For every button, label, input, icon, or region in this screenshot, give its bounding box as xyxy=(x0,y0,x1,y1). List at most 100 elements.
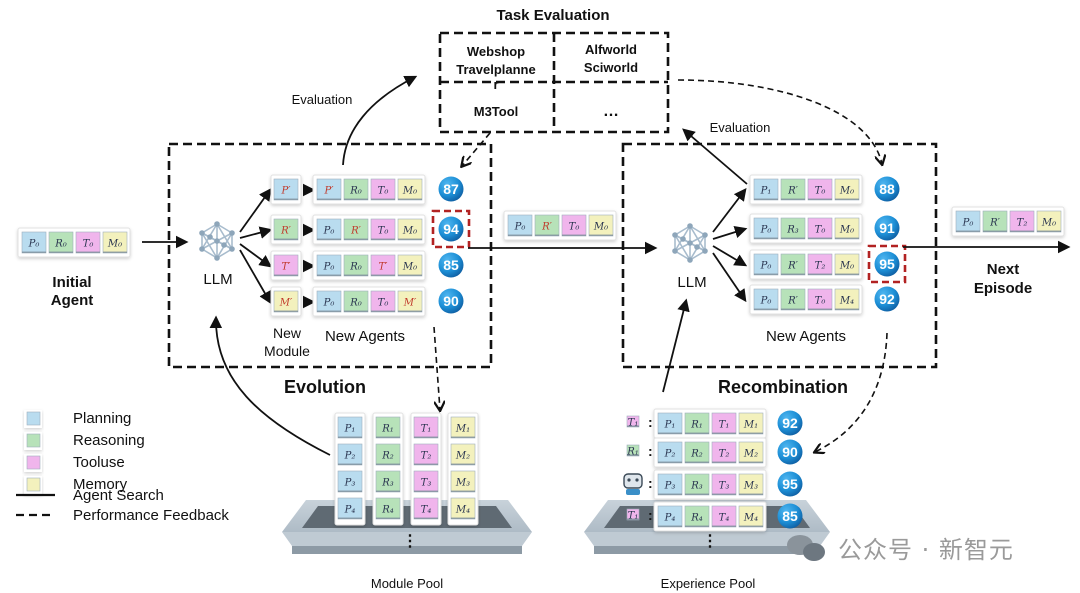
network-edge xyxy=(216,223,233,234)
module-tile-planning: P₂ xyxy=(657,441,683,464)
module-label: P₂ xyxy=(664,449,676,460)
score-value: 85 xyxy=(443,257,459,273)
memory-tile-bg xyxy=(738,505,764,528)
module-tile-planning: P₀ xyxy=(753,253,779,276)
module-column-card xyxy=(334,412,366,526)
module-column-card xyxy=(410,412,442,526)
network-edge xyxy=(674,225,691,236)
tooluse-tile-bg xyxy=(711,412,737,435)
network-edge xyxy=(689,250,706,261)
module-tile-reasoning: R₁ xyxy=(684,412,710,435)
memory-tile-bg xyxy=(450,443,476,466)
module-tile-memory: M₀ xyxy=(588,214,614,237)
benchmark-travelplanner-wrap: r xyxy=(493,77,498,92)
score-badge-circle xyxy=(777,503,803,529)
module-label: M′ xyxy=(403,298,417,309)
module-column-card xyxy=(447,412,479,526)
tooluse-tile-bg xyxy=(370,254,396,277)
planning-tile-bg xyxy=(753,217,779,240)
module-column-card xyxy=(372,412,404,526)
tray-base xyxy=(594,546,820,554)
module-label: P₁ xyxy=(344,424,356,435)
module-tile-reasoning: R₃ xyxy=(780,217,806,240)
score-value: 95 xyxy=(879,256,895,272)
llm-to-new-module-arrow xyxy=(239,187,272,233)
planning-tile-bg xyxy=(657,412,683,435)
reasoning-tile-bg xyxy=(780,288,806,311)
network-node xyxy=(207,234,213,240)
module-pool-tile-memory: M₄ xyxy=(450,497,476,520)
new-module-tile-memory: M′ xyxy=(273,290,299,313)
reasoning-tile-bg xyxy=(343,218,369,241)
module-tile-tooluse: T₀ xyxy=(370,178,396,201)
module-tile-planning: P₀ xyxy=(316,290,342,313)
module-tile-tooluse: T₀ xyxy=(807,178,833,201)
module-label: T₁ xyxy=(628,511,639,522)
score-badge: 92 xyxy=(874,286,900,312)
score-badge-circle xyxy=(874,251,900,277)
new-agents-label-right: New Agents xyxy=(766,328,846,345)
benchmark-travelplanner: Travelplanne xyxy=(456,62,535,77)
feedback-arrow-to-module-pool xyxy=(433,326,440,410)
evaluation-label-left: Evaluation xyxy=(292,92,353,107)
reasoning-tile-bg xyxy=(343,254,369,277)
score-badge-circle xyxy=(438,176,464,202)
module-label: T₂ xyxy=(1017,218,1028,229)
module-label: M′ xyxy=(279,298,293,309)
evaluation-arrow-right xyxy=(682,128,748,185)
module-label: P₃ xyxy=(664,481,676,492)
network-node xyxy=(214,238,220,244)
module-tile-tooluse: T₂ xyxy=(711,441,737,464)
module-tile-memory: M₄ xyxy=(834,288,860,311)
module-label: P₀ xyxy=(323,262,335,273)
network-node xyxy=(229,230,235,236)
module-label: T′ xyxy=(282,262,292,273)
module-tile-tooluse: T₀ xyxy=(370,290,396,313)
module-tile-memory: M₁ xyxy=(738,412,764,435)
score-value: 94 xyxy=(443,221,459,237)
evolution-box xyxy=(167,142,493,369)
legend-label: Reasoning xyxy=(73,432,145,449)
module-label: P₄ xyxy=(344,505,356,516)
module-tile-memory: M₀ xyxy=(397,178,423,201)
reasoning-tile-bg xyxy=(343,178,369,201)
planning-tile-bg xyxy=(657,473,683,496)
legend-swatch xyxy=(26,411,41,426)
llm-label-right: LLM xyxy=(677,274,706,291)
score-value: 85 xyxy=(782,508,798,524)
legend-label: Planning xyxy=(73,410,131,427)
module-tile-memory: M₀ xyxy=(397,254,423,277)
module-tile-memory: M₄ xyxy=(738,505,764,528)
legend-swatch xyxy=(26,455,41,470)
network-node xyxy=(680,236,686,242)
module-label: T₀ xyxy=(815,225,826,236)
score-value: 90 xyxy=(443,293,459,309)
new-module: M′ xyxy=(270,286,302,317)
network-node xyxy=(702,232,708,238)
new-module-tile-planning: P′ xyxy=(273,178,299,201)
reasoning-tile-bg xyxy=(780,217,806,240)
score-badge-circle xyxy=(438,252,464,278)
score-badge-circle xyxy=(874,176,900,202)
legend-item-dashed-line: Performance Feedback xyxy=(16,507,229,524)
planning-tile-bg xyxy=(316,290,342,313)
module-tile-reasoning: R₃ xyxy=(684,473,710,496)
tooluse-tile-bg xyxy=(413,470,439,493)
score-badge: 85 xyxy=(777,503,803,529)
module-tile-planning: P₁ xyxy=(753,178,779,201)
evaluation-arrow-left xyxy=(342,75,418,166)
score-badge: 90 xyxy=(438,288,464,314)
reasoning-tile-bg xyxy=(780,178,806,201)
score-badge-circle xyxy=(438,288,464,314)
module-tile-tooluse: T₂ xyxy=(807,253,833,276)
module-label: T₁ xyxy=(421,424,432,435)
experience-pool-ellipsis: ⋮ xyxy=(702,533,718,550)
key-separator: : xyxy=(648,443,653,459)
memory-tile-bg xyxy=(738,412,764,435)
